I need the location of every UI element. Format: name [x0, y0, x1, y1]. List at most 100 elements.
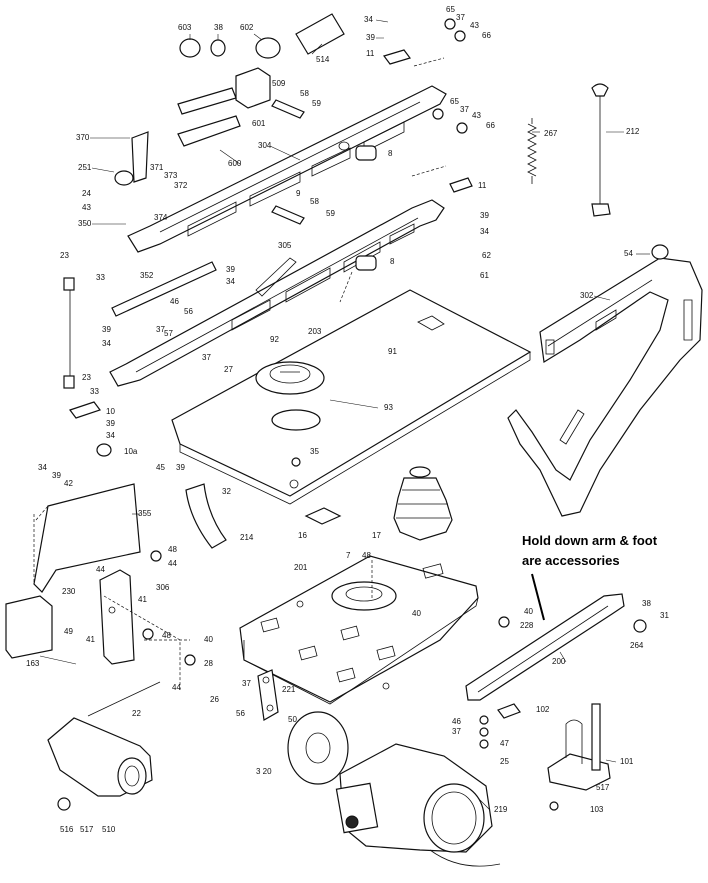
part-label: 371 [150, 163, 164, 172]
part-labels: 603 38 602 514 34 65 37 43 66 39 11 509 … [26, 5, 669, 834]
part-label: 37 [456, 13, 465, 22]
part-label: 251 [78, 163, 92, 172]
part-label: 66 [482, 31, 491, 40]
part-label: 37 [242, 679, 251, 688]
part-label: 56 [236, 709, 245, 718]
part-label: 44 [172, 683, 181, 692]
part-label: 228 [520, 621, 534, 630]
part-label: 33 [96, 273, 105, 282]
part-label: 304 [258, 141, 272, 150]
part-label: 350 [78, 219, 92, 228]
part-label: 355 [138, 509, 152, 518]
part-label: 48 [362, 551, 371, 560]
part-label: 41 [138, 595, 147, 604]
part-label: 163 [26, 659, 40, 668]
part-label: 23 [82, 373, 91, 382]
part-label: 39 [102, 325, 111, 334]
leader-lines [39, 19, 650, 811]
part-label: 9 [296, 189, 301, 198]
part-label: 39 [366, 33, 375, 42]
part-label: 603 [178, 23, 192, 32]
part-label: 44 [96, 565, 105, 574]
lower-arm-305 [109, 199, 445, 387]
note-line-1: Hold down arm & foot [522, 533, 658, 548]
part-label: 34 [480, 227, 489, 236]
part-label: 65 [446, 5, 455, 14]
tension-rod-212 [591, 83, 611, 217]
part-label: 62 [482, 251, 491, 260]
part-label: 32 [222, 487, 231, 496]
motor-219 [335, 743, 501, 867]
part-label: 200 [552, 657, 566, 666]
part-label: 352 [140, 271, 154, 280]
part-label: 39 [106, 419, 115, 428]
part-label: 372 [174, 181, 188, 190]
part-label: 91 [388, 347, 397, 356]
part-label: 22 [132, 709, 141, 718]
part-label: 602 [240, 23, 254, 32]
assembly-lines [33, 57, 447, 690]
part-label: 370 [76, 133, 90, 142]
hold-down-foot-101 [547, 703, 611, 791]
part-label: 221 [282, 685, 296, 694]
note-arrow [531, 573, 545, 621]
part-label: 39 [226, 265, 235, 274]
part-label: 267 [544, 129, 558, 138]
part-label: 203 [308, 327, 322, 336]
part-label: 40 [412, 609, 421, 618]
part-label: 58 [310, 197, 319, 206]
part-label: 61 [480, 271, 489, 280]
blade-guard-214 [185, 483, 227, 549]
part-label: 65 [450, 97, 459, 106]
part-label: 201 [294, 563, 308, 572]
part-label: 509 [272, 79, 286, 88]
part-label: 8 [390, 257, 395, 266]
part-label: 601 [252, 119, 266, 128]
part-label: 37 [202, 353, 211, 362]
part-label: 3 20 [256, 767, 272, 776]
part-label: 16 [298, 531, 307, 540]
part-label: 212 [626, 127, 640, 136]
part-label: 45 [156, 463, 165, 472]
part-label: 37 [460, 105, 469, 114]
bellows-17 [393, 466, 453, 541]
part-label: 39 [480, 211, 489, 220]
link-221 [257, 669, 279, 721]
part-label: 23 [60, 251, 69, 260]
part-label: 43 [82, 203, 91, 212]
part-label: 56 [184, 307, 193, 316]
part-label: 38 [214, 23, 223, 32]
part-label: 49 [64, 627, 73, 636]
part-label: 510 [102, 825, 116, 834]
small-hardware [57, 13, 669, 811]
part-label: 93 [384, 403, 393, 412]
part-label: 230 [62, 587, 76, 596]
part-label: 10 [106, 407, 115, 416]
pulley-320 [287, 711, 349, 785]
part-label: 59 [326, 209, 335, 218]
part-label: 219 [494, 805, 508, 814]
part-label: 374 [154, 213, 168, 222]
part-label: 34 [226, 277, 235, 286]
part-label: 41 [86, 635, 95, 644]
part-label: 66 [486, 121, 495, 130]
part-label: 34 [102, 339, 111, 348]
note-line-2: are accessories [522, 553, 620, 568]
part-label: 101 [620, 757, 634, 766]
part-label: 24 [82, 189, 91, 198]
blade-guard-355 [33, 483, 141, 593]
part-label: 48 [162, 631, 171, 640]
part-label: 54 [624, 249, 633, 258]
part-label: 59 [312, 99, 321, 108]
part-label: 34 [364, 15, 373, 24]
part-label: 264 [630, 641, 644, 650]
part-label: 11 [366, 49, 375, 58]
part-label: 40 [204, 635, 213, 644]
upper-arm-304 [127, 85, 447, 253]
part-label: 102 [536, 705, 550, 714]
table-203 [171, 289, 532, 505]
part-label: 26 [210, 695, 219, 704]
part-label: 57 [164, 329, 173, 338]
